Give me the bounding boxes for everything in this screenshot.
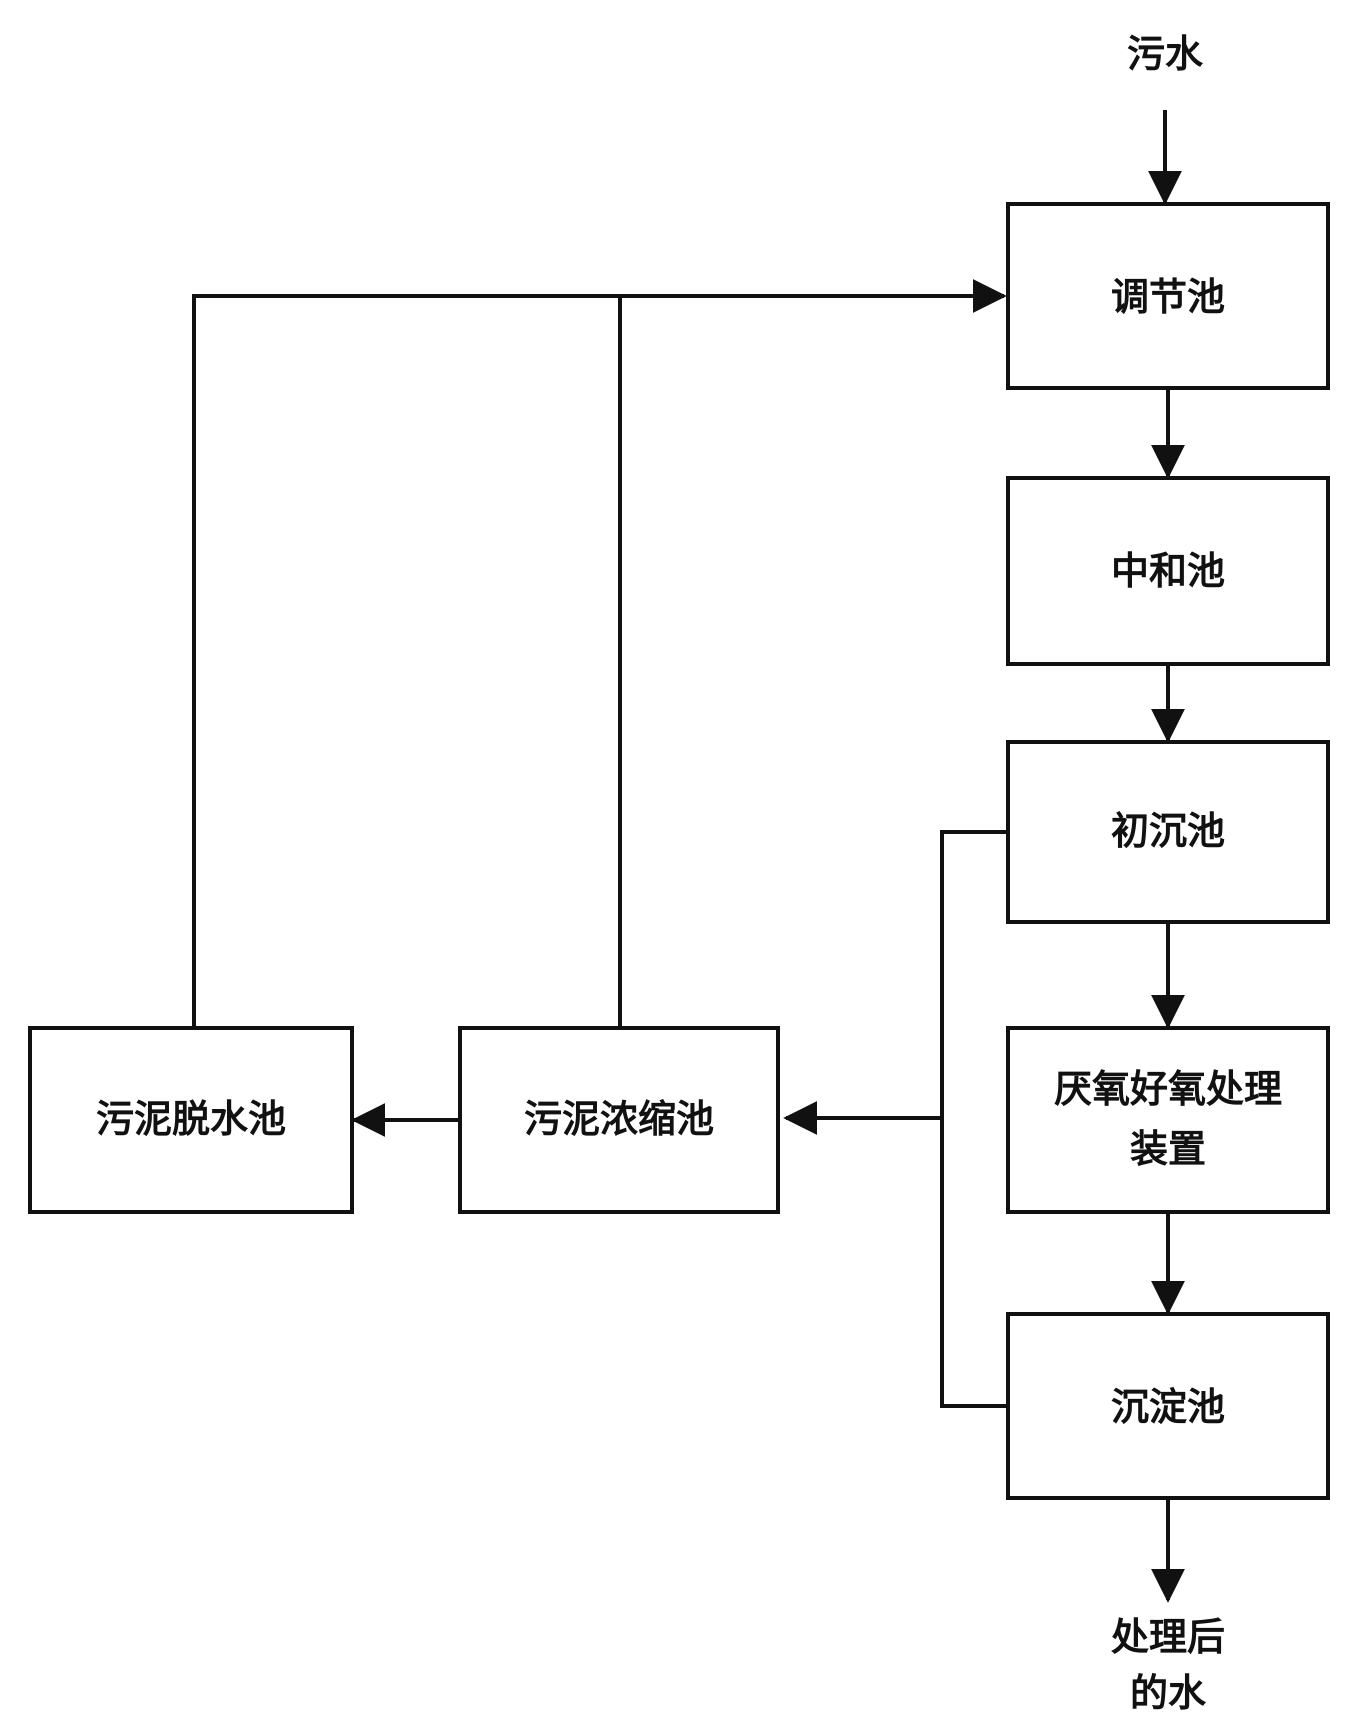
primary-sedimentation-tank-box: 初沉池 <box>1006 740 1330 924</box>
sludge-collection-line <box>940 830 1008 1408</box>
return-line-dewatering <box>192 294 620 1028</box>
sludge-thickening-tank-box: 污泥浓缩池 <box>458 1026 780 1214</box>
sludge-dewatering-tank-label: 污泥脱水池 <box>96 1097 286 1141</box>
output-label-line2: 的水 <box>1130 1671 1207 1715</box>
sludge-dewatering-tank-box: 污泥脱水池 <box>28 1026 354 1214</box>
input-label: 污水 <box>1127 32 1204 76</box>
neutralization-tank-label: 中和池 <box>1111 549 1225 593</box>
anaerobic-aerobic-device-box: 厌氧好氧处理 装置 <box>1006 1026 1330 1214</box>
anaerobic-aerobic-device-label-line1: 厌氧好氧处理 <box>1054 1067 1282 1111</box>
output-label-line1: 处理后 <box>1111 1615 1225 1659</box>
sedimentation-tank-box: 沉淀池 <box>1006 1312 1330 1500</box>
regulating-tank-box: 调节池 <box>1006 202 1330 390</box>
regulating-tank-label: 调节池 <box>1111 275 1225 319</box>
primary-sedimentation-tank-label: 初沉池 <box>1111 809 1225 853</box>
sedimentation-tank-label: 沉淀池 <box>1111 1385 1225 1429</box>
sludge-thickening-tank-label: 污泥浓缩池 <box>524 1097 714 1141</box>
anaerobic-aerobic-device-label-line2: 装置 <box>1130 1127 1206 1171</box>
neutralization-tank-box: 中和池 <box>1006 476 1330 666</box>
